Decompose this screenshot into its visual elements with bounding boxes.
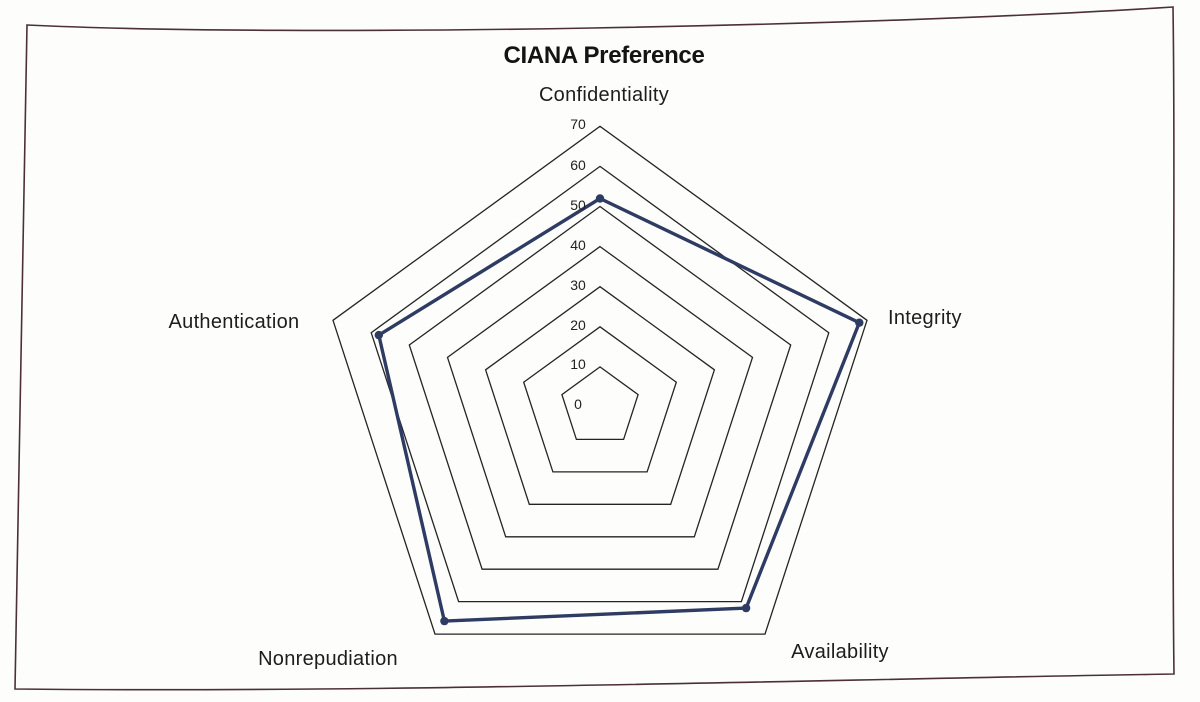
grid-ring-40 — [446, 245, 754, 538]
grid-rings — [332, 125, 868, 635]
grid-ring-70 — [332, 125, 868, 635]
grid-ring-10 — [561, 366, 639, 441]
tick-label-30: 30 — [570, 277, 586, 293]
grid-ring-50 — [408, 205, 792, 570]
data-series — [374, 194, 864, 626]
tick-label-0: 0 — [574, 396, 582, 412]
tick-label-50: 50 — [570, 197, 586, 213]
data-point-authentication — [374, 330, 383, 340]
axis-label-availability: Availability — [791, 641, 889, 663]
axis-label-authentication: Authentication — [168, 311, 300, 333]
data-point-confidentiality — [595, 194, 605, 203]
grid-ring-30 — [484, 285, 716, 505]
tick-label-10: 10 — [570, 356, 586, 372]
tick-label-70: 70 — [570, 116, 586, 132]
tick-label-40: 40 — [570, 237, 586, 253]
chart-title: CIANA Preference — [503, 42, 705, 69]
page-border — [14, 6, 1175, 691]
grid-ring-60 — [370, 165, 830, 603]
axis-label-nonrepudiation: Nonrepudiation — [258, 648, 398, 670]
tick-label-60: 60 — [570, 157, 586, 173]
tick-label-20: 20 — [570, 317, 586, 333]
axis-label-confidentiality: Confidentiality — [538, 84, 670, 106]
grid-ring-20 — [522, 325, 678, 473]
data-series-polygon — [377, 196, 861, 623]
data-point-nonrepudiation — [440, 616, 449, 626]
axis-label-integrity: Integrity — [888, 307, 962, 329]
data-point-integrity — [855, 318, 864, 327]
data-point-availability — [741, 603, 751, 613]
